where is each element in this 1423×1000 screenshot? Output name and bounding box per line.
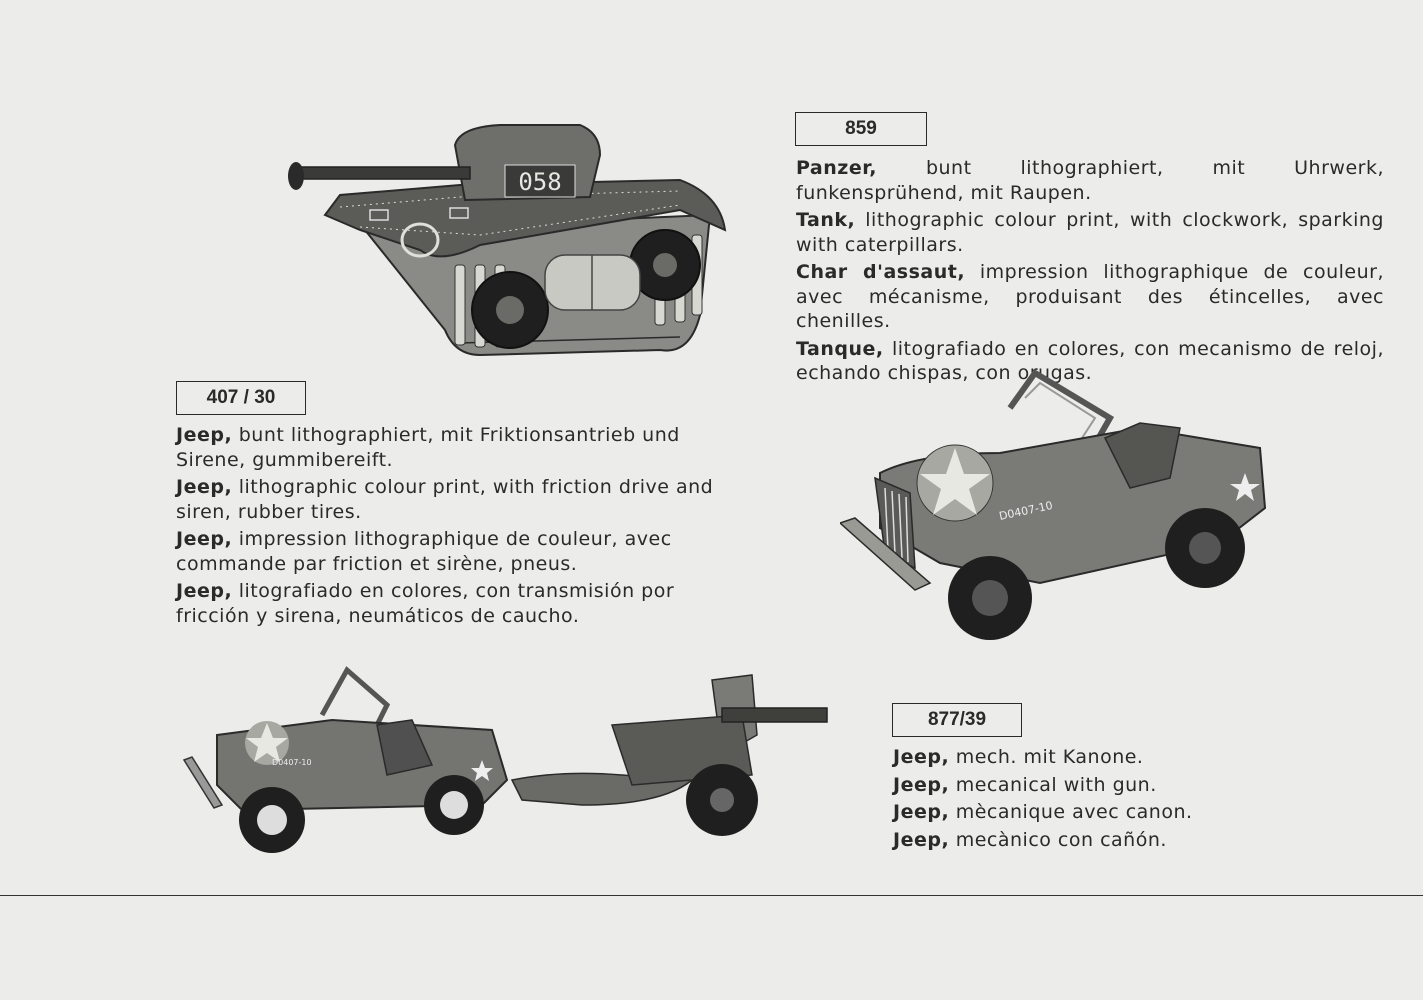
description-859: Panzer, bunt lithographiert, mit Uhrwerk… xyxy=(796,156,1384,389)
description-line-de: Jeep, bunt lithographiert, mit Friktions… xyxy=(176,424,680,471)
tank-marking: 058 xyxy=(518,168,561,196)
description-line-en: Tank, lithographic colour print, with cl… xyxy=(796,209,1384,256)
description-line-es: Jeep, mecànico con cañón. xyxy=(893,828,1167,851)
description-line-en: Jeep, lithographic colour print, with fr… xyxy=(176,476,714,523)
svg-text:D0407-10: D0407-10 xyxy=(272,758,312,767)
tank-photo: 058 xyxy=(288,124,727,357)
description-line-en: Jeep, mecanical with gun. xyxy=(893,773,1157,796)
description-line-de: Jeep, mech. mit Kanone. xyxy=(893,746,1144,768)
description-line-fr: Char d'assaut, impression lithographique… xyxy=(796,261,1385,332)
jeep-with-gun-photo: D0407-10 xyxy=(182,666,828,853)
bottom-rule xyxy=(0,895,1423,896)
description-877-39: Jeep, mech. mit Kanone. Jeep, mecanical … xyxy=(893,745,1373,855)
description-line-fr: Jeep, impression lithographique de coule… xyxy=(176,528,672,575)
description-407-30: Jeep, bunt lithographiert, mit Friktions… xyxy=(176,423,736,631)
item-number-407-30: 407 / 30 xyxy=(176,381,306,415)
description-line-fr: Jeep, mècanique avec canon. xyxy=(893,801,1193,823)
description-line-es: Tanque, litografiado en colores, con mec… xyxy=(796,337,1384,385)
description-line-es: Jeep, litografiado en colores, con trans… xyxy=(176,580,675,627)
jeep-photo: D0407-10 xyxy=(840,369,1267,640)
item-number-859: 859 xyxy=(795,112,927,146)
description-line-de: Panzer, bunt lithographiert, mit Uhrwerk… xyxy=(796,157,1384,204)
item-number-877-39: 877/39 xyxy=(892,703,1022,737)
